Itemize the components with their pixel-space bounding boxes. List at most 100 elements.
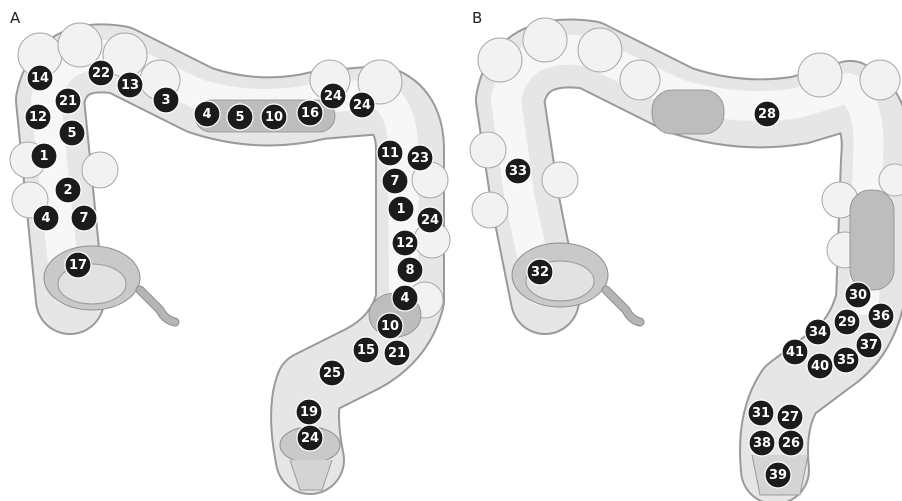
panel-label-b: B: [472, 9, 482, 27]
marker-a-4: 3: [153, 87, 179, 113]
marker-a-3: 21: [55, 88, 81, 114]
marker-a-6: 4: [194, 101, 220, 127]
marker-number: 37: [860, 338, 878, 353]
marker-number: 38: [753, 436, 771, 451]
marker-number: 39: [769, 468, 787, 483]
marker-a-23: 17: [65, 252, 91, 278]
marker-b-8: 41: [782, 339, 808, 365]
marker-b-6: 34: [805, 319, 831, 345]
marker-b-4: 29: [834, 309, 860, 335]
marker-number: 41: [786, 345, 804, 360]
marker-number: 30: [849, 288, 867, 303]
marker-number: 22: [92, 66, 110, 81]
panel-label-a: A: [10, 9, 21, 27]
marker-number: 40: [811, 359, 829, 374]
marker-number: 3: [161, 93, 170, 108]
marker-number: 21: [388, 346, 406, 361]
marker-number: 27: [781, 410, 799, 425]
marker-a-18: 1: [388, 196, 414, 222]
marker-number: 35: [837, 353, 855, 368]
marker-number: 26: [782, 436, 800, 451]
marker-b-5: 36: [868, 303, 894, 329]
marker-number: 4: [202, 107, 211, 122]
marker-a-21: 7: [71, 205, 97, 231]
marker-number: 19: [300, 405, 318, 420]
marker-number: 1: [39, 149, 48, 164]
marker-number: 14: [31, 71, 49, 86]
marker-b-14: 26: [778, 430, 804, 456]
marker-a-20: 4: [33, 205, 59, 231]
marker-a-27: 15: [353, 337, 379, 363]
marker-number: 24: [421, 213, 439, 228]
marker-a-16: 7: [382, 168, 408, 194]
marker-number: 17: [69, 258, 87, 273]
marker-a-8: 10: [261, 104, 287, 130]
marker-a-1: 22: [88, 60, 114, 86]
marker-number: 15: [357, 343, 375, 358]
marker-a-12: 5: [59, 120, 85, 146]
marker-a-31: 24: [297, 425, 323, 451]
marker-number: 12: [29, 110, 47, 125]
marker-a-0: 14: [27, 65, 53, 91]
marker-number: 11: [381, 146, 399, 161]
marker-number: 5: [67, 126, 76, 141]
marker-a-9: 16: [297, 100, 323, 126]
marker-a-25: 4: [392, 285, 418, 311]
marker-a-17: 2: [55, 177, 81, 203]
colon-illustration-b: [470, 18, 902, 495]
marker-number: 21: [59, 94, 77, 109]
marker-a-30: 19: [296, 399, 322, 425]
marker-b-13: 38: [749, 430, 775, 456]
marker-number: 29: [838, 315, 856, 330]
marker-number: 28: [758, 107, 776, 122]
marker-a-28: 21: [384, 340, 410, 366]
marker-a-14: 11: [377, 140, 403, 166]
marker-number: 10: [265, 110, 283, 125]
marker-b-12: 27: [777, 404, 803, 430]
marker-number: 10: [381, 319, 399, 334]
marker-a-26: 10: [377, 313, 403, 339]
marker-number: 36: [872, 309, 890, 324]
marker-number: 34: [809, 325, 827, 340]
marker-b-10: 35: [833, 347, 859, 373]
marker-b-15: 39: [765, 462, 791, 488]
marker-b-11: 31: [748, 400, 774, 426]
marker-a-22: 12: [392, 230, 418, 256]
marker-number: 23: [411, 151, 429, 166]
marker-b-3: 30: [845, 282, 871, 308]
marker-number: 1: [396, 202, 405, 217]
marker-number: 24: [324, 89, 342, 104]
marker-number: 13: [121, 78, 139, 93]
marker-number: 7: [390, 174, 399, 189]
marker-a-29: 25: [319, 360, 345, 386]
marker-a-24: 8: [397, 257, 423, 283]
marker-b-0: 28: [754, 101, 780, 127]
marker-layer: 1422132131245101624245111237212447121784…: [25, 60, 894, 488]
marker-a-13: 1: [31, 143, 57, 169]
marker-a-2: 13: [117, 72, 143, 98]
marker-number: 7: [79, 211, 88, 226]
marker-a-5: 12: [25, 104, 51, 130]
marker-a-15: 23: [407, 145, 433, 171]
marker-a-19: 24: [417, 207, 443, 233]
marker-number: 5: [235, 110, 244, 125]
marker-number: 25: [323, 366, 341, 381]
marker-b-7: 37: [856, 332, 882, 358]
marker-b-1: 33: [505, 158, 531, 184]
marker-number: 31: [752, 406, 770, 421]
marker-number: 24: [301, 431, 319, 446]
marker-number: 4: [41, 211, 50, 226]
marker-a-7: 5: [227, 104, 253, 130]
marker-number: 33: [509, 164, 527, 179]
marker-number: 2: [63, 183, 72, 198]
marker-number: 24: [353, 98, 371, 113]
marker-number: 12: [396, 236, 414, 251]
marker-a-10: 24: [320, 83, 346, 109]
marker-number: 32: [531, 265, 549, 280]
marker-number: 4: [400, 291, 409, 306]
marker-a-11: 24: [349, 92, 375, 118]
marker-number: 8: [405, 263, 414, 278]
marker-b-9: 40: [807, 353, 833, 379]
marker-b-2: 32: [527, 259, 553, 285]
